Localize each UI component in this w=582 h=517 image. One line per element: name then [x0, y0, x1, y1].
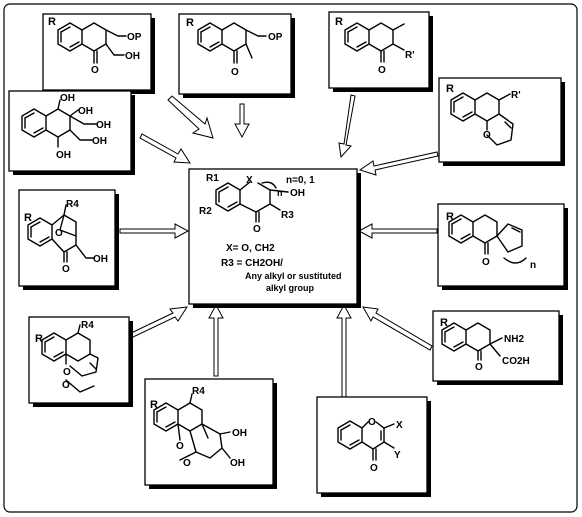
- arrows: [119, 94, 439, 398]
- center-any: Any alkyl or sustituted: [245, 271, 342, 281]
- arrow-box4: [358, 151, 439, 176]
- box9-nh2: NH2: [504, 334, 524, 345]
- arrow-box6: [119, 223, 190, 239]
- box1-op: OP: [127, 32, 142, 43]
- center-n: n: [277, 188, 283, 198]
- box7-n: n: [530, 260, 536, 271]
- box7-r: R: [446, 211, 454, 223]
- box4-rp: R': [511, 90, 521, 101]
- arrow-box3: [338, 94, 356, 159]
- box2-o: O: [231, 67, 239, 78]
- arrow-box7: [357, 223, 438, 239]
- box5-oh1: OH: [60, 93, 75, 104]
- structure-box-3: R R' O: [328, 11, 433, 92]
- box1-oh: OH: [125, 51, 140, 62]
- center-o: O: [253, 224, 261, 235]
- structure-box-11: O X Y O: [316, 396, 431, 497]
- center-r3: R3: [281, 210, 294, 221]
- arrow-box9: [362, 306, 433, 351]
- structure-box-4: R R' O: [438, 77, 565, 166]
- box6-r: R: [24, 212, 32, 224]
- structure-box-5: OH OH OH OH OH: [8, 90, 135, 175]
- box1-r: R: [48, 16, 56, 28]
- center-x-def: X= O, CH2: [226, 243, 275, 254]
- box2-op: OP: [268, 32, 283, 43]
- box4-r: R: [446, 83, 454, 95]
- box8-o2: O: [62, 380, 70, 391]
- center-r3-def: R3 = CH2OH/: [221, 258, 283, 269]
- center-oh: OH: [290, 188, 305, 199]
- structure-box-10: R4 R O O OH OH: [144, 378, 277, 489]
- box10-oh2: OH: [230, 458, 245, 469]
- center-r1: R1: [206, 173, 219, 184]
- box2-r: R: [186, 17, 194, 29]
- box11-y: Y: [394, 450, 401, 461]
- box5-oh2: OH: [78, 106, 93, 117]
- center-n-range: n=0, 1: [286, 175, 315, 186]
- box10-r4: R4: [192, 386, 205, 397]
- box3-rp: R': [405, 50, 415, 61]
- structure-box-6: R4 R O O OH: [18, 189, 119, 290]
- box5-oh3: OH: [96, 120, 111, 131]
- center-x: X: [246, 175, 253, 186]
- structure-box-8: R4 R O O: [28, 316, 133, 407]
- box9-o: O: [475, 362, 483, 373]
- box7-o: O: [482, 257, 490, 268]
- arrow-box11: [336, 303, 352, 398]
- center-box: R1 R2 X n=0, 1 n OH R3 O X= O, CH2 R3 = …: [188, 168, 361, 308]
- box10-r: R: [150, 399, 158, 411]
- box6-oh: OH: [93, 254, 108, 265]
- structure-box-2: R OP O: [178, 13, 295, 98]
- arrow-box10: [208, 303, 224, 377]
- box10-o1: O: [176, 441, 184, 452]
- box8-o1: O: [63, 367, 71, 378]
- box3-o: O: [378, 65, 386, 76]
- box9-r: R: [440, 317, 448, 329]
- box8-r4: R4: [81, 320, 94, 331]
- box6-o1: O: [55, 228, 63, 239]
- box5-oh4: OH: [92, 136, 107, 147]
- box9-co2h: CO2H: [502, 356, 530, 367]
- box1-o: O: [91, 65, 99, 76]
- box4-o: O: [483, 130, 491, 141]
- structure-box-9: R NH2 CO2H O: [432, 310, 563, 385]
- box10-oh1: OH: [232, 428, 247, 439]
- arrow-box2: [234, 103, 250, 139]
- structure-box-7: R O n: [437, 203, 568, 290]
- center-r2: R2: [199, 206, 212, 217]
- structure-box-1: R OP OH O: [42, 13, 155, 94]
- box3-r: R: [335, 16, 343, 28]
- box8-r: R: [35, 333, 43, 345]
- arrow-box8: [128, 306, 188, 339]
- box6-o2: O: [62, 264, 70, 275]
- arrow-box5: [139, 133, 191, 164]
- box11-o2: O: [370, 463, 378, 474]
- box5-oh5: OH: [56, 150, 71, 161]
- box6-r4: R4: [66, 199, 79, 210]
- box11-o1: O: [368, 417, 376, 428]
- box10-o2: O: [183, 458, 191, 469]
- box11-x: X: [396, 420, 403, 431]
- center-alkyl: alkyl group: [266, 283, 315, 293]
- arrow-box1: [167, 95, 214, 139]
